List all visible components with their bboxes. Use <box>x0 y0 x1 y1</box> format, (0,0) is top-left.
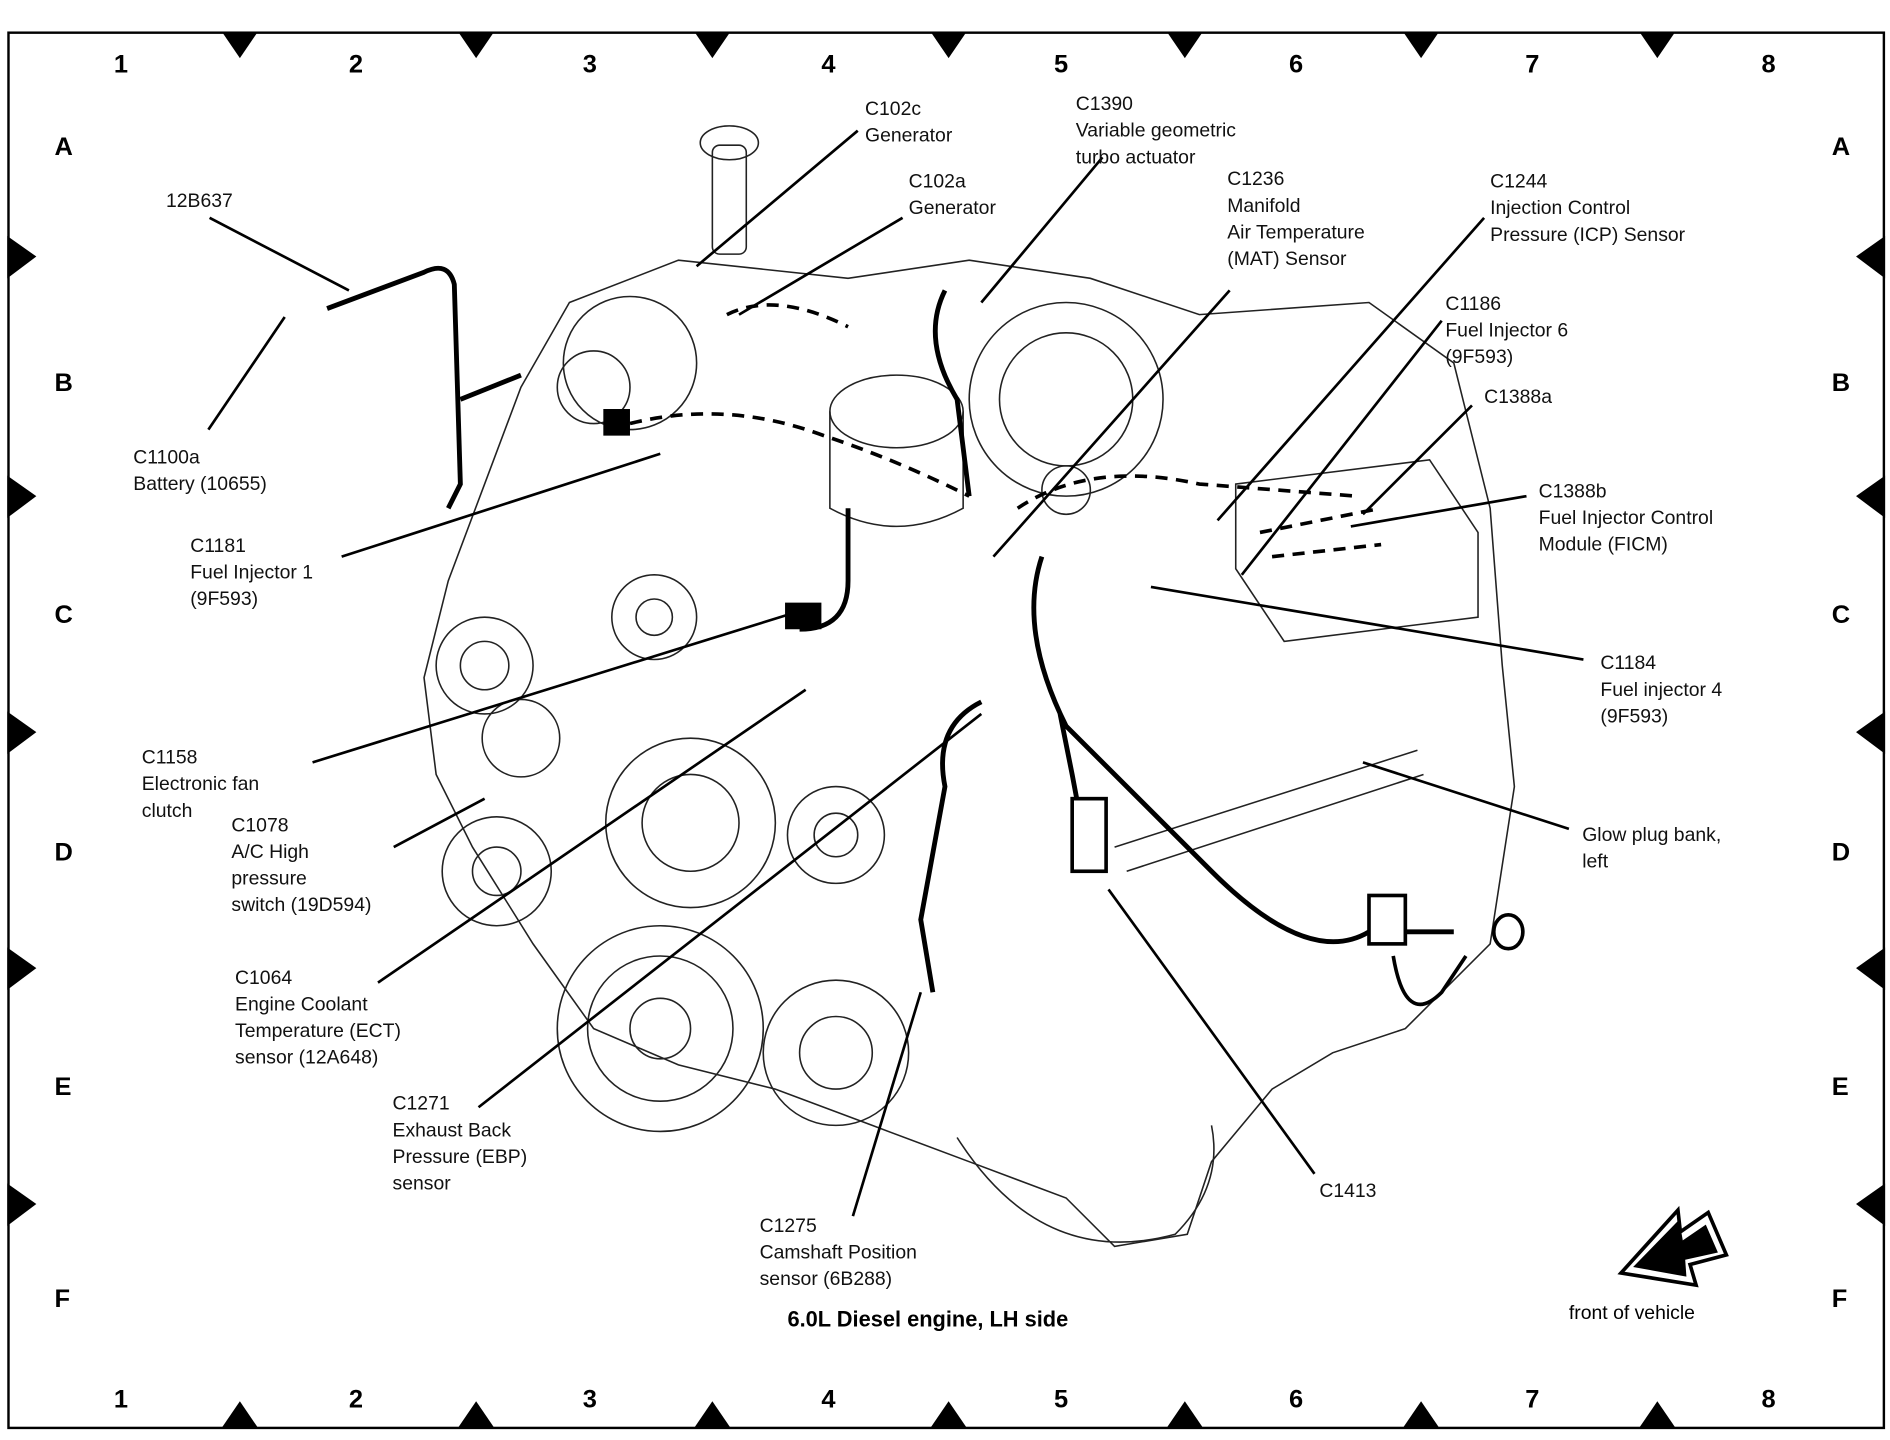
callout-c1158: C1158 Electronic fan clutch <box>141 747 260 822</box>
grid-row-label: C <box>54 601 73 630</box>
grid-column-label: 6 <box>1289 50 1304 79</box>
grid-column-label: 8 <box>1761 50 1776 79</box>
harness-dashed <box>629 303 1382 559</box>
callout-c102c: C102c Generator <box>865 99 953 147</box>
grid-column-label: 1 <box>113 50 129 79</box>
grid-column-label: 6 <box>1289 1385 1304 1414</box>
callout-c1184: C1184 Fuel injector 4 (9F593) <box>1600 653 1723 728</box>
callout-glow-plug-bank-left: Glow plug bank, left <box>1582 825 1722 873</box>
callout-c1100a: C1100a Battery (10655) <box>133 447 267 495</box>
grid-row-label: E <box>54 1073 72 1102</box>
grid-row-label: F <box>1831 1285 1848 1313</box>
grid-column-label: 1 <box>113 1385 129 1414</box>
grid-column-label: 8 <box>1761 1385 1776 1414</box>
callout-c1186: C1186 Fuel Injector 6 (9F593) <box>1445 294 1569 368</box>
wiring-harness <box>326 265 1525 1007</box>
leader-lines <box>207 129 1584 1217</box>
grid-row-label: C <box>1831 601 1851 630</box>
callout-c1078: C1078 A/C High pressure switch (19D594) <box>231 815 372 917</box>
grid-column-label: 2 <box>348 50 364 79</box>
grid-column-label: 5 <box>1054 1385 1069 1414</box>
callout-c1388b: C1388b Fuel Injector Control Module (FIC… <box>1538 481 1714 556</box>
grid-row-label: B <box>54 369 73 397</box>
grid-column-label: 4 <box>821 1385 836 1414</box>
callout-c1064: C1064 Engine Coolant Temperature (ECT) s… <box>235 968 401 1069</box>
callout-c102a: C102a Generator <box>908 171 996 220</box>
grid-column-label: 2 <box>348 1385 364 1414</box>
callout-c1413: C1413 <box>1319 1181 1377 1202</box>
callout-12b637: 12B637 <box>165 191 233 212</box>
grid-row-label: F <box>54 1285 71 1313</box>
callout-c1388a: C1388a <box>1484 387 1552 408</box>
grid-row-label: A <box>54 133 73 161</box>
grid-column-label: 3 <box>582 50 597 79</box>
callout-c1244: C1244 Injection Control Pressure (ICP) S… <box>1490 171 1686 246</box>
callout-c1275: C1275 Camshaft Position sensor (6B288) <box>759 1216 917 1290</box>
grid-row-label: B <box>1831 369 1851 397</box>
callout-c1390: C1390 Variable geometric turbo actuator <box>1075 94 1236 169</box>
callout-c1181: C1181 Fuel Injector 1 (9F593) <box>190 536 314 610</box>
grid-column-label: 5 <box>1054 50 1069 79</box>
grid-column-label: 4 <box>821 50 836 79</box>
arrow-down-left-icon <box>1617 1205 1729 1288</box>
grid-row-label: E <box>1831 1073 1849 1102</box>
grid-row-label: D <box>1831 838 1851 867</box>
grid-column-label: 7 <box>1525 1385 1540 1414</box>
grid-row-label: D <box>54 838 73 867</box>
grid-triangles <box>7 31 1886 1428</box>
engine-outline <box>423 125 1516 1248</box>
grid-row-label: A <box>1831 133 1851 161</box>
grid-column-label: 3 <box>582 1385 597 1414</box>
diagram-title: 6.0L Diesel engine, LH side <box>787 1306 1069 1332</box>
callout-c1271: C1271 Exhaust Back Pressure (EBP) sensor <box>392 1093 528 1195</box>
callout-c1236: C1236 Manifold Air Temperature (MAT) Sen… <box>1227 169 1365 270</box>
grid-column-label: 7 <box>1525 50 1540 79</box>
front-of-vehicle-label: front of vehicle <box>1568 1303 1695 1324</box>
